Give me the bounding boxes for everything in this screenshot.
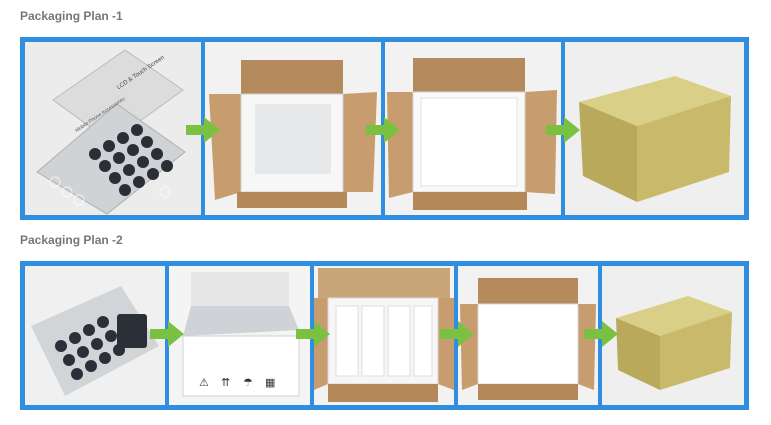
plan-1-strip: LCD & Touch Screen Mobile Phone Accessor… <box>20 37 749 220</box>
plan-2-step-5-image <box>602 266 744 405</box>
fragile-icon: ⚠ <box>199 377 209 389</box>
plan-1-step-4-image <box>565 42 744 215</box>
plan-2-strip: ⚠ ⇈ ☂ ▦ <box>20 261 749 410</box>
this-way-up-icon: ⇈ <box>221 377 231 389</box>
arrow-right-icon <box>186 117 220 143</box>
plan-2-step-2-image: ⚠ ⇈ ☂ ▦ <box>169 266 310 405</box>
plan-2-step-4-image <box>458 266 598 405</box>
plan-1-step-1-image: LCD & Touch Screen Mobile Phone Accessor… <box>25 42 201 215</box>
arrow-right-icon <box>546 117 580 143</box>
plan-1-step-2-image <box>205 42 381 215</box>
plan-2-step-3-image <box>314 266 454 405</box>
handle-with-care-icon: ▦ <box>265 377 276 389</box>
arrow-right-icon <box>366 117 400 143</box>
arrow-right-icon <box>440 321 474 347</box>
plan-2-step-1-image <box>25 266 165 405</box>
plan-1-title: Packaging Plan -1 <box>20 9 123 23</box>
arrow-right-icon <box>296 321 330 347</box>
arrow-right-icon <box>150 321 184 347</box>
plan-2-title: Packaging Plan -2 <box>20 233 123 247</box>
plan-1-step-3-image <box>385 42 561 215</box>
arrow-right-icon <box>584 321 618 347</box>
keep-dry-icon: ☂ <box>243 377 253 389</box>
